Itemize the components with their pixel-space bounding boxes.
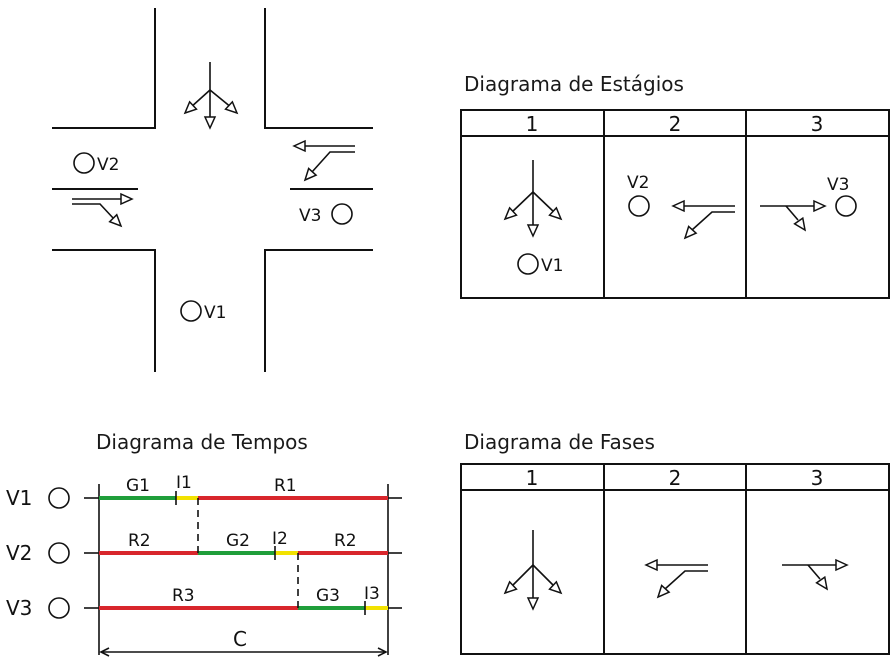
segment-g2-label: G2 <box>226 531 250 551</box>
timing-diagram-title: Diagrama de Tempos <box>96 430 308 454</box>
phase-column-2: 2 <box>669 466 682 490</box>
curb-sw <box>52 249 156 372</box>
stage-column-3: 3 <box>811 112 824 136</box>
stage-1-v1-signal <box>517 253 539 275</box>
stage-2-v2-signal <box>628 195 650 217</box>
timing-diagram: Diagrama de Tempos V1 V2 V3 G1 I1 R1 R2 … <box>6 430 402 657</box>
timing-row-v1-signal <box>48 487 70 509</box>
segment-r2-label-b: R2 <box>334 531 357 551</box>
timing-row-v1-label: V1 <box>6 486 32 510</box>
phases-diagram: Diagrama de Fases 1 2 3 <box>460 430 890 655</box>
timing-row-v2-label: V2 <box>6 541 32 565</box>
stage-2-v2-label: V2 <box>627 173 649 193</box>
v3-label: V3 <box>299 206 321 226</box>
segment-i2-label: I2 <box>272 529 288 549</box>
stages-table-border <box>460 109 890 299</box>
segment-g3-label: G3 <box>316 586 340 606</box>
stage-1-v1-label: V1 <box>541 256 563 276</box>
segment-g1-label: G1 <box>126 476 150 496</box>
phase-column-1: 1 <box>526 466 539 490</box>
stage-3-v3-label: V3 <box>827 175 849 195</box>
v3-movement-arrows <box>293 140 355 185</box>
segment-r1-label: R1 <box>274 476 297 496</box>
timing-row-v3-signal <box>48 597 70 619</box>
phase-1-arrows <box>500 530 566 610</box>
segment-i1-label: I1 <box>176 473 192 493</box>
segment-r3-label: R3 <box>172 586 195 606</box>
curb-se <box>264 249 373 372</box>
phase-3-arrows <box>782 559 848 593</box>
phases-diagram-title: Diagrama de Fases <box>464 430 655 454</box>
stages-diagram: Diagrama de Estágios 1 2 3 V1 V2 V3 <box>460 72 890 299</box>
segment-i3-label: I3 <box>364 584 380 604</box>
curb-nw <box>52 8 156 129</box>
stage-2-arrows <box>672 200 735 243</box>
v2-signal-head: V2 <box>73 152 119 175</box>
phase-column-3: 3 <box>811 466 824 490</box>
timing-row-v2-signal <box>48 542 70 564</box>
phase-2-arrows <box>645 559 708 602</box>
v1-signal-head: V1 <box>180 300 226 323</box>
stage-3-arrows <box>760 200 826 234</box>
stages-diagram-title: Diagrama de Estágios <box>464 72 684 96</box>
intersection-sketch: V2 V3 V1 <box>52 8 373 372</box>
v3-signal-head: V3 <box>299 203 353 226</box>
segment-r2-label-a: R2 <box>128 531 151 551</box>
v1-movement-arrows <box>180 62 242 129</box>
v1-label: V1 <box>204 303 226 323</box>
v2-label: V2 <box>97 155 119 175</box>
stage-column-2: 2 <box>669 112 682 136</box>
v2-movement-arrows <box>72 193 133 231</box>
stage-1-arrows <box>500 160 566 237</box>
stage-column-1: 1 <box>526 112 539 136</box>
timing-row-v3-label: V3 <box>6 596 32 620</box>
phases-table-border <box>460 463 890 655</box>
cycle-label: C <box>233 627 247 651</box>
curb-ne <box>264 8 373 129</box>
stage-3-v3-signal <box>835 195 857 217</box>
